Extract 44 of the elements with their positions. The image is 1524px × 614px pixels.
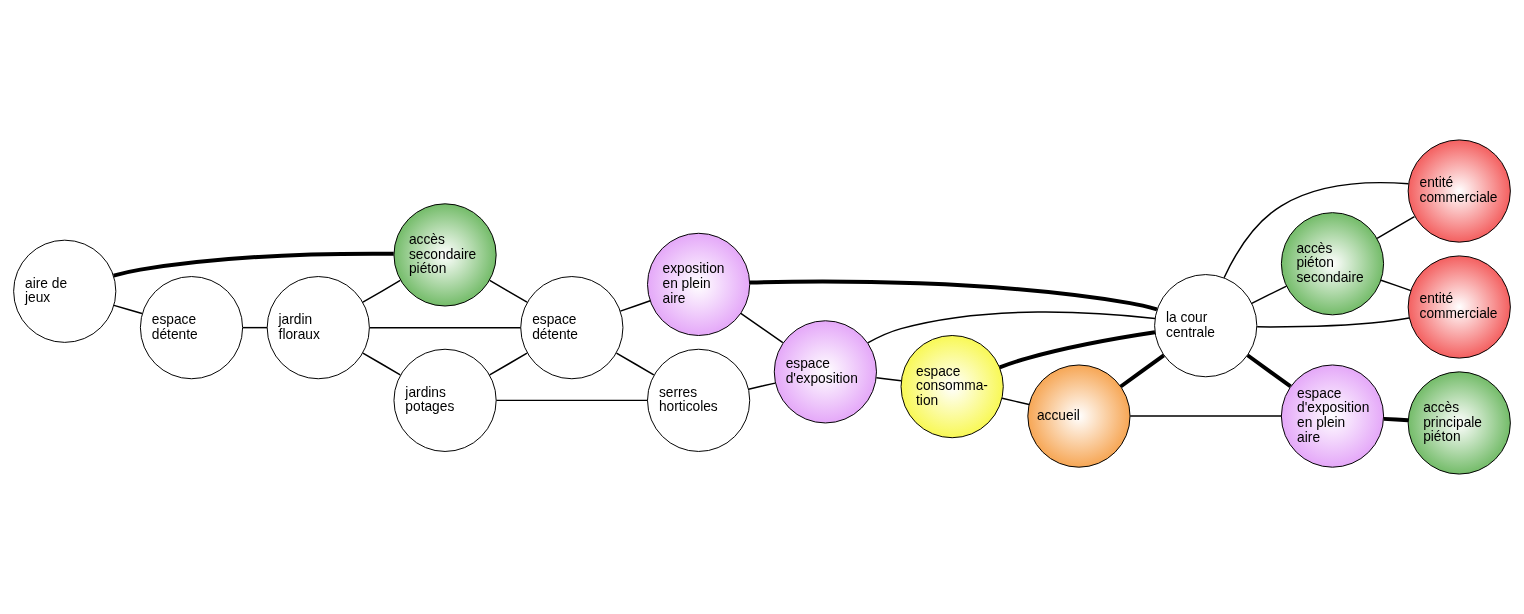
connector — [1380, 279, 1412, 292]
node-circle: entité commerciale — [1407, 255, 1511, 359]
node-circle: espace d'exposition en plein aire — [1280, 364, 1385, 468]
connector — [1246, 353, 1292, 388]
connector — [368, 326, 522, 329]
node-circle: jardins potages — [393, 348, 497, 452]
connector — [362, 279, 401, 303]
connector — [999, 330, 1156, 370]
connector — [740, 312, 784, 344]
node-circle: la cour centrale — [1154, 274, 1258, 378]
connector — [1223, 181, 1410, 279]
node-circle: entité commerciale — [1407, 139, 1511, 243]
connector — [875, 377, 902, 382]
node-circle: jardin floraux — [266, 276, 370, 380]
connector — [615, 352, 655, 376]
connector — [1383, 416, 1409, 423]
node-circle: espace détente — [520, 276, 624, 380]
connector — [488, 352, 528, 376]
node-circle: aire de jeux — [13, 239, 117, 343]
node-circle: accès piéton secondaire — [1280, 212, 1385, 316]
node-circle: accès principale piéton — [1407, 371, 1511, 475]
node-circle: serres horticoles — [647, 348, 751, 452]
node-circle: accès secondaire piéton — [393, 203, 497, 307]
connector — [1251, 285, 1288, 305]
node-circle: exposition en plein aire — [647, 232, 751, 336]
connector — [747, 382, 776, 390]
connector — [1129, 415, 1283, 417]
connector — [113, 304, 143, 315]
connector — [619, 300, 651, 312]
connector — [113, 251, 394, 278]
node-circle: accueil — [1027, 364, 1131, 468]
connector — [1376, 215, 1416, 240]
node-circle: espace détente — [139, 276, 244, 380]
connector — [749, 279, 1158, 312]
connector — [1119, 353, 1165, 389]
connector — [488, 279, 528, 303]
connector — [362, 352, 401, 376]
connector — [867, 311, 1156, 344]
node-circle: espace consomma- tion — [900, 335, 1004, 439]
connector — [242, 326, 268, 329]
node-circle: espace d'exposition — [773, 320, 877, 424]
connector — [495, 399, 649, 402]
connector — [1256, 317, 1410, 328]
connector — [1001, 397, 1030, 406]
